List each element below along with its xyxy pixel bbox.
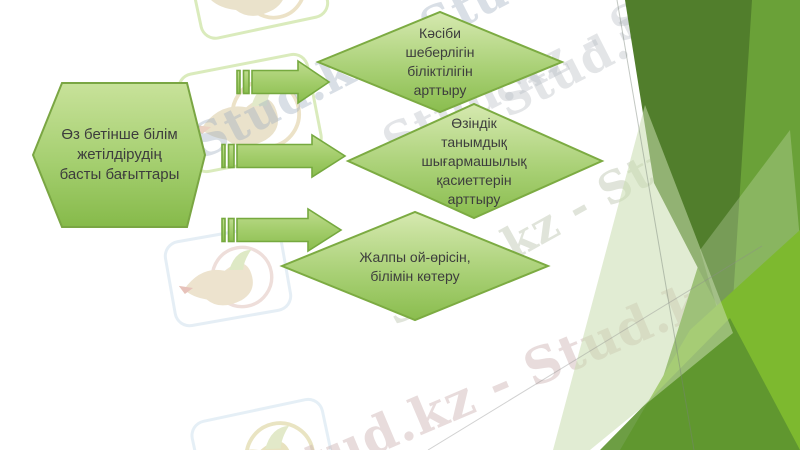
hummingbird-logo-icon bbox=[211, 0, 307, 20]
diamond-shape-3 bbox=[279, 210, 551, 322]
hummingbird-logo-icon bbox=[178, 245, 274, 309]
diamond-text-3: Жалпы ой-өрісін, білімін көтеру bbox=[359, 249, 471, 284]
arrow-icon-2 bbox=[221, 133, 347, 179]
diamond-shape-1 bbox=[315, 10, 565, 114]
diamond-text-1: Кәсіби шеберлігін біліктілігін арттыру bbox=[405, 25, 475, 98]
arrow-icon-1 bbox=[236, 59, 331, 105]
hexagon-shape bbox=[31, 82, 207, 228]
studkz-logo-stamp-2 bbox=[161, 222, 295, 330]
studkz-logo-stamp-top bbox=[183, 0, 333, 43]
hexagon-text: Өз бетінше білім жетілдірудің басты бағы… bbox=[59, 126, 180, 183]
diamond-text-2: Өзіндік танымдық шығармашылық қасиеттері… bbox=[421, 115, 527, 207]
arrow-icon-3 bbox=[221, 207, 343, 253]
